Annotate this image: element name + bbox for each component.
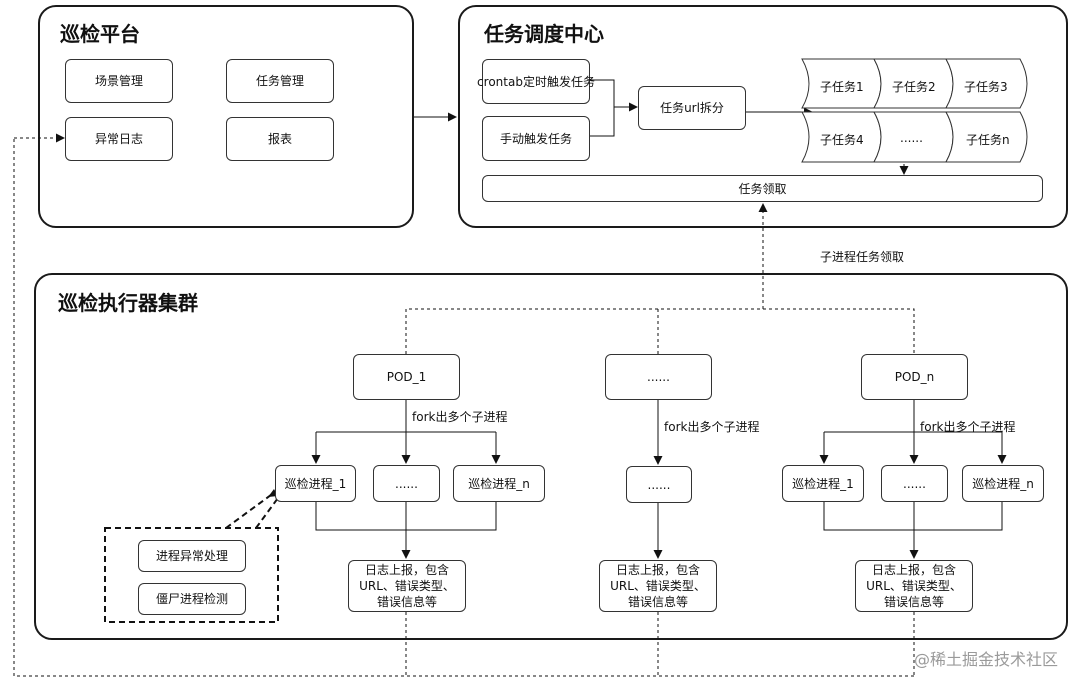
inspect-process-box: 巡检进程_n (962, 465, 1044, 502)
pod-1-box: POD_1 (353, 354, 460, 400)
process-exception-box: 进程异常处理 (138, 540, 246, 572)
subtask-label: 子任务1 (820, 80, 864, 94)
subprocess-fetch-label: 子进程任务领取 (820, 250, 905, 264)
scene-management-box: 场景管理 (65, 59, 173, 103)
inspect-process-box: 巡检进程_1 (275, 465, 356, 502)
report-box: 报表 (226, 117, 334, 161)
inspect-process-box: ...... (626, 466, 692, 503)
manual-trigger-box: 手动触发任务 (482, 116, 590, 161)
error-log-box: 异常日志 (65, 117, 173, 161)
task-fetch-box: 任务领取 (482, 175, 1043, 202)
subtask-label: 子任务2 (892, 80, 936, 94)
inspect-process-box: ...... (881, 465, 948, 502)
task-management-box: 任务管理 (226, 59, 334, 103)
url-split-box: 任务url拆分 (638, 86, 746, 130)
subtask-label: 子任务3 (964, 80, 1008, 94)
watermark: @稀土掘金技术社区 (913, 650, 1058, 669)
fork-label: fork出多个子进程 (920, 420, 1016, 434)
platform-title: 巡检平台 (60, 22, 140, 46)
scheduler-title: 任务调度中心 (484, 22, 604, 46)
subtask-label: 子任务n (966, 133, 1010, 147)
log-report-box: 日志上报，包含URL、错误类型、错误信息等 (599, 560, 717, 612)
zombie-detection-box: 僵尸进程检测 (138, 583, 246, 615)
subtask-label: 子任务4 (820, 133, 864, 147)
log-report-box: 日志上报，包含URL、错误类型、错误信息等 (348, 560, 466, 612)
log-report-box: 日志上报，包含URL、错误类型、错误信息等 (855, 560, 973, 612)
subtask-label: ...... (900, 131, 923, 145)
inspect-process-box: ...... (373, 465, 440, 502)
fork-label: fork出多个子进程 (412, 410, 508, 424)
cron-trigger-box: crontab定时触发任务 (477, 59, 595, 104)
pod-n-box: POD_n (861, 354, 968, 400)
cluster-title: 巡检执行器集群 (58, 291, 198, 315)
pod-middle-box: ...... (605, 354, 712, 400)
fork-label: fork出多个子进程 (664, 420, 760, 434)
inspect-process-box: 巡检进程_1 (782, 465, 864, 502)
inspect-process-box: 巡检进程_n (453, 465, 545, 502)
